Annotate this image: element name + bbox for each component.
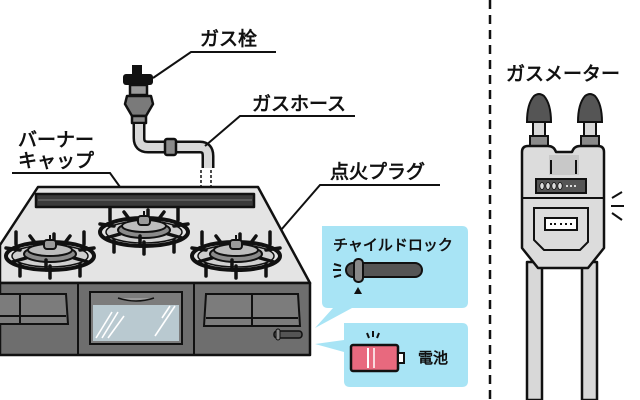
burner-cap-center bbox=[137, 211, 151, 226]
ignition-plug-label: 点火プラグ bbox=[330, 160, 425, 183]
gas-meter-label: ガスメーター bbox=[506, 63, 620, 85]
burners bbox=[4, 206, 282, 280]
burner-cap-right bbox=[229, 235, 243, 250]
gas-hose-leader bbox=[204, 115, 355, 147]
gas-hose-label: ガスホース bbox=[252, 93, 346, 115]
gas-valve bbox=[123, 65, 155, 125]
child-lock-knob bbox=[273, 330, 303, 339]
battery-label: 電池 bbox=[418, 349, 448, 367]
gas-valve-label: ガス栓 bbox=[200, 27, 257, 50]
grill-window bbox=[93, 305, 179, 341]
left-control-panel bbox=[0, 293, 70, 325]
meter-alert-lines bbox=[611, 191, 624, 221]
burner-left bbox=[4, 230, 96, 280]
ignition-plug-leader bbox=[267, 184, 440, 246]
glass-reflection bbox=[95, 305, 176, 339]
meter-pipe-right bbox=[580, 260, 599, 400]
burner-center bbox=[98, 206, 190, 256]
gas-valve-leader bbox=[152, 51, 276, 79]
meter-connector-right bbox=[576, 93, 604, 149]
child-lock-label: チャイルドロック bbox=[333, 236, 453, 254]
burner-cap-label-line1: バーナー bbox=[18, 129, 94, 151]
child-lock-callout: チャイルドロック bbox=[315, 226, 468, 328]
burner-cap-left bbox=[43, 235, 57, 250]
burner-cap-label-line2: キャップ bbox=[18, 149, 95, 172]
burner-right bbox=[190, 230, 282, 280]
meter-pipe-left bbox=[525, 260, 544, 400]
meter-connector-left bbox=[525, 93, 553, 149]
gas-hose bbox=[132, 124, 215, 188]
battery-icon bbox=[349, 331, 405, 373]
gas-meter bbox=[520, 93, 624, 400]
battery-callout: 電池 bbox=[315, 323, 468, 387]
child-lock-switch-icon bbox=[333, 258, 423, 294]
